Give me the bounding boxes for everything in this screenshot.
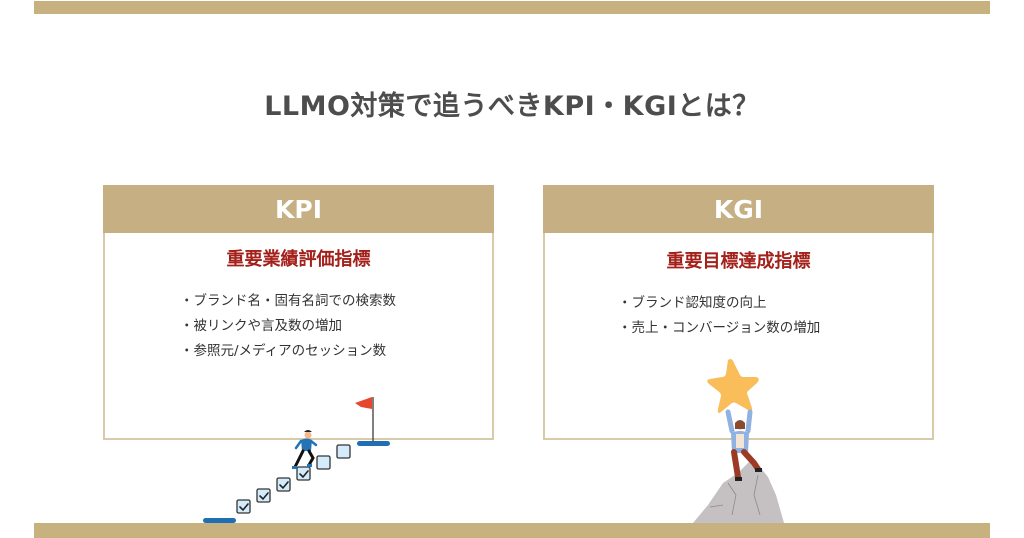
kpi-list-item: ・被リンクや言及数の増加 — [180, 318, 342, 334]
kpi-card: KPI 重要業績評価指標 ・ブランド名・固有名詞での検索数 ・被リンクや言及数の… — [103, 185, 494, 440]
bottom-accent-bar — [34, 523, 990, 538]
page-title: LLMO対策で追うべきKPI・KGIとは？ — [264, 91, 760, 122]
top-accent-bar — [34, 1, 990, 14]
kgi-card-subtitle: 重要目標達成指標 — [666, 251, 811, 272]
star-mountain-illustration-icon — [693, 359, 784, 523]
stairs-goal-illustration-icon — [203, 397, 390, 523]
kpi-list-item: ・参照元/メディアのセッション数 — [180, 343, 387, 359]
kgi-card-header: KGI — [543, 185, 934, 233]
kpi-list: ・ブランド名・固有名詞での検索数 ・被リンクや言及数の増加 ・参照元/メディアの… — [105, 289, 492, 364]
kgi-list-item: ・売上・コンバージョン数の増加 — [618, 320, 821, 336]
kgi-card: KGI 重要目標達成指標 ・ブランド認知度の向上 ・売上・コンバージョン数の増加 — [543, 185, 934, 440]
kpi-list-item: ・ブランド名・固有名詞での検索数 — [180, 293, 396, 309]
kpi-card-subtitle: 重要業績評価指標 — [226, 249, 371, 270]
kgi-list: ・ブランド認知度の向上 ・売上・コンバージョン数の増加 — [545, 291, 932, 341]
kgi-list-item: ・ブランド認知度の向上 — [618, 295, 767, 311]
kpi-card-header: KPI — [103, 185, 494, 233]
